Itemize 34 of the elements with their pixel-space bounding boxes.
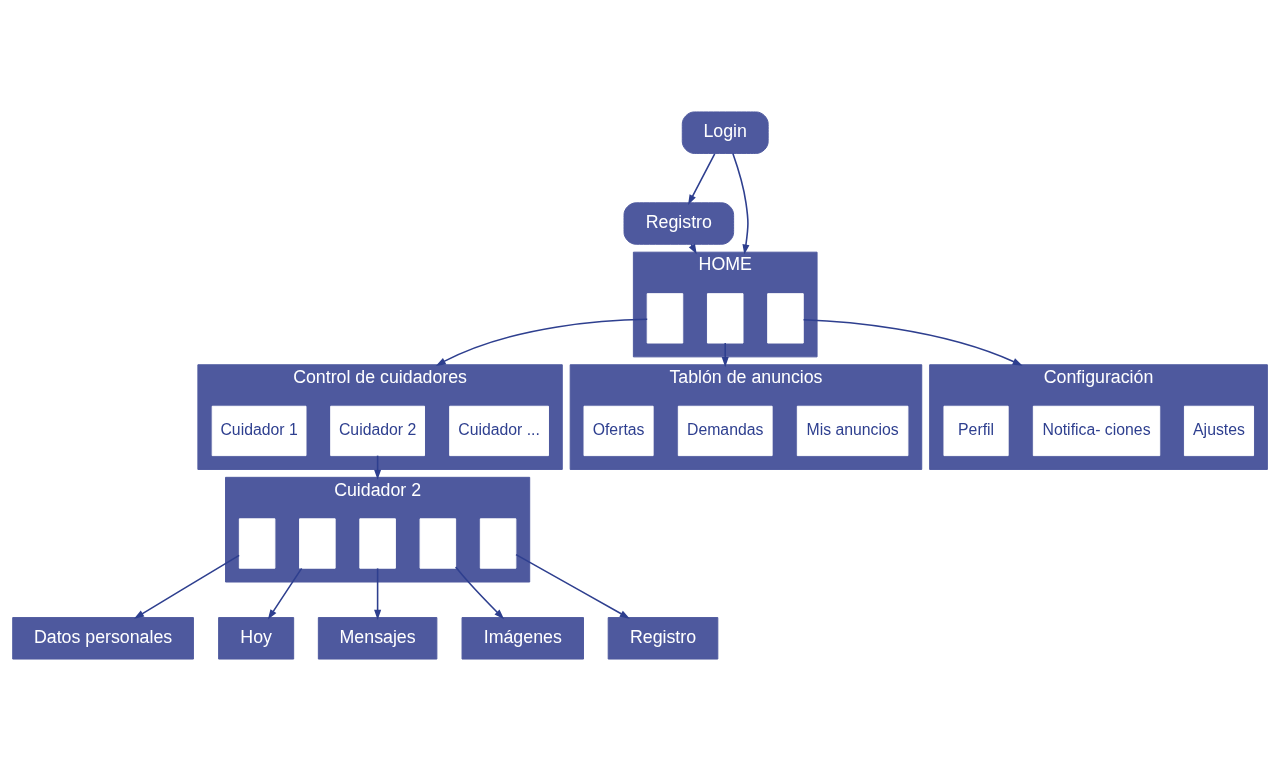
arrow — [688, 153, 716, 205]
arrow — [374, 567, 382, 620]
node-box — [419, 518, 457, 569]
node-box: Login — [681, 111, 769, 154]
node-box — [479, 518, 517, 569]
node-box: Cuidador 2 — [330, 405, 425, 457]
node-box: Ofertas — [583, 405, 654, 457]
node-box: Imágenes — [461, 617, 584, 660]
node-box — [767, 293, 804, 344]
arrow — [454, 566, 505, 620]
node-box: Datos personales — [12, 617, 194, 660]
arrow — [721, 342, 729, 368]
node-box: Registro — [607, 617, 719, 660]
arrow — [732, 152, 750, 255]
arrow — [435, 318, 648, 366]
node-box: Mensajes — [317, 617, 438, 660]
arrow — [802, 318, 1023, 366]
node-box — [646, 293, 684, 344]
node-box: Cuidador 1 — [211, 405, 307, 457]
arrow — [267, 567, 303, 620]
node-box: Ajustes — [1183, 405, 1255, 457]
node-box: Mis anuncios — [796, 405, 909, 457]
node-box: Perfil — [943, 405, 1009, 457]
cluster: Cuidador 2 — [225, 476, 531, 583]
node-box: Notifica- ciones — [1032, 405, 1161, 457]
node-box: Cuidador ... — [449, 405, 549, 457]
node-box: Demandas — [677, 405, 773, 457]
node-box — [299, 518, 336, 569]
node-box — [706, 293, 744, 344]
arrow — [515, 553, 630, 619]
arrow — [133, 554, 240, 619]
node-box — [359, 518, 396, 569]
node-box — [238, 518, 276, 569]
node-box: Hoy — [218, 617, 295, 660]
